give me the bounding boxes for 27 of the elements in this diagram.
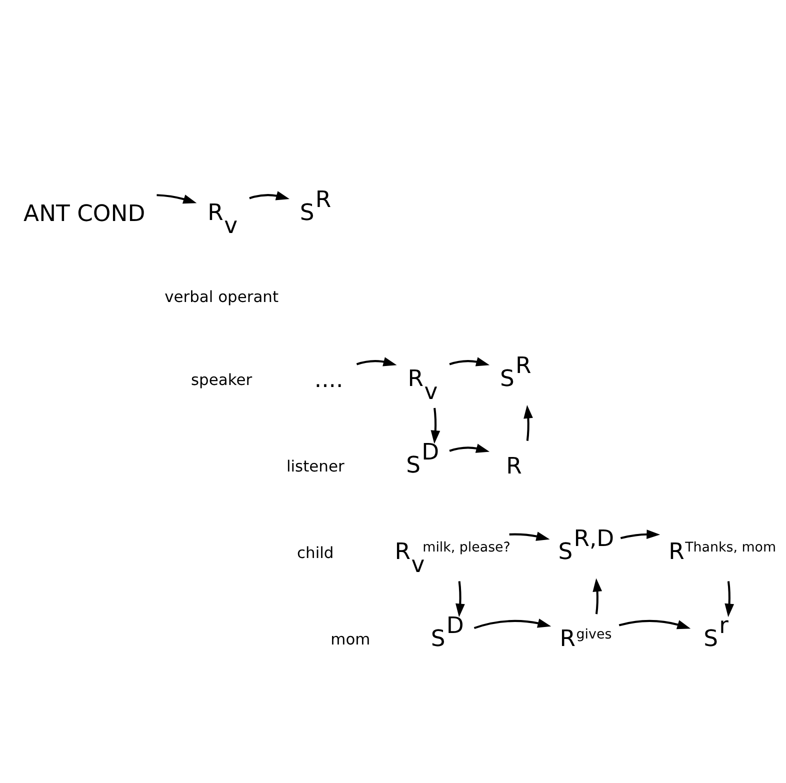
- arrow: [524, 404, 533, 441]
- arrow: [449, 357, 490, 366]
- node-text: R: [506, 454, 522, 480]
- arrow: [249, 191, 290, 200]
- node-text: ....: [314, 366, 344, 393]
- arrow: [724, 581, 734, 618]
- label: verbal operant: [164, 288, 279, 306]
- node-text: R: [560, 626, 576, 652]
- arrow: [156, 194, 197, 204]
- label: speaker: [191, 370, 252, 389]
- label: listener: [286, 457, 344, 476]
- node-label: gives: [576, 627, 612, 642]
- node-text: ANT COND: [24, 200, 146, 227]
- arrow: [356, 357, 397, 366]
- node-label: milk, please?: [422, 540, 510, 556]
- arrow: [592, 578, 602, 614]
- arrow: [430, 408, 440, 444]
- label: child: [297, 544, 334, 562]
- arrow: [456, 581, 465, 618]
- arrow: [449, 444, 490, 453]
- arrow: [620, 530, 660, 540]
- label: mom: [330, 630, 370, 649]
- node-label: Thanks, mom: [685, 540, 776, 556]
- arrow: [618, 620, 691, 630]
- arrow: [509, 532, 550, 541]
- node-text: R: [668, 539, 684, 566]
- arrow: [474, 618, 552, 630]
